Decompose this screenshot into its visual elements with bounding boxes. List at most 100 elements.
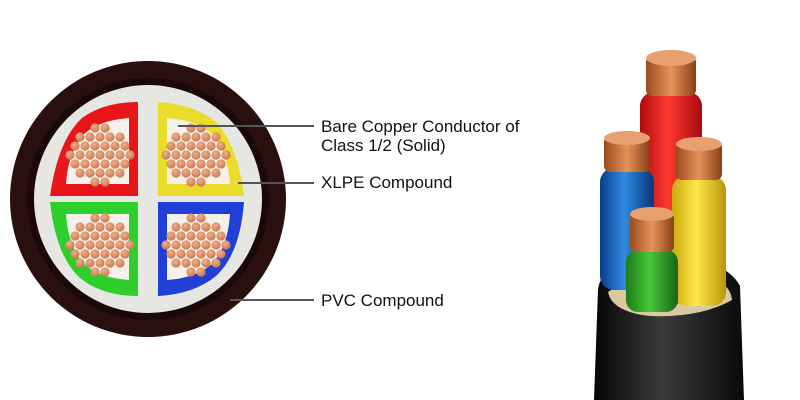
label-conductor-line1: Bare Copper Conductor of [321,117,520,136]
copper-strand [201,258,211,268]
copper-strand [196,141,206,151]
copper-strand [90,123,100,133]
copper-strand [105,150,115,160]
copper-strand [95,168,105,178]
copper-strand [75,132,85,142]
copper-strand [191,240,201,250]
copper-strand [120,231,130,241]
copper-strand [70,159,80,169]
copper-strand [80,141,90,151]
copper-strand [90,177,100,187]
copper-strand [196,159,206,169]
copper-strand [171,222,181,232]
copper-strand [95,132,105,142]
copper-strand [216,249,226,259]
copper-strand [105,258,115,268]
copper-strand [201,168,211,178]
copper-strand [176,159,186,169]
copper-strand [65,240,75,250]
copper-strand [216,231,226,241]
copper-strand [100,159,110,169]
copper-strand [110,159,120,169]
copper-strand [171,240,181,250]
copper-strand [105,240,115,250]
copper-strand [80,249,90,259]
copper-strand [171,132,181,142]
copper-strand [105,222,115,232]
copper-strand [201,150,211,160]
copper-strand [186,177,196,187]
copper-strand [176,249,186,259]
copper-strand [186,123,196,133]
copper-strand [171,168,181,178]
copper-strand [166,141,176,151]
copper-strand [196,231,206,241]
copper-strand [115,150,125,160]
copper-strand [221,150,231,160]
copper-strand [80,231,90,241]
copper-strand [211,150,221,160]
copper-strand [75,258,85,268]
copper-strand [80,159,90,169]
copper-strand [221,240,231,250]
copper-strand [211,240,221,250]
copper-strand [196,123,206,133]
photo-copper-green [630,212,674,252]
label-conductor-line2: Class 1/2 (Solid) [321,136,446,155]
copper-strand [166,159,176,169]
copper-strand [181,258,191,268]
copper-strand [90,249,100,259]
copper-strand [181,240,191,250]
copper-strand [120,249,130,259]
copper-strand [70,231,80,241]
copper-strand [85,222,95,232]
label-pvc: PVC Compound [321,291,444,310]
bedding-layer [34,85,262,313]
copper-strand [120,141,130,151]
copper-strand [206,159,216,169]
copper-strand [110,231,120,241]
copper-strand [65,150,75,160]
copper-strands [65,123,231,277]
copper-strand [95,150,105,160]
copper-strand [206,249,216,259]
photo-copper-green-face [630,207,674,221]
photo-copper-red [646,56,696,96]
copper-strand [196,177,206,187]
copper-strand [216,141,226,151]
photo-copper-yellow [676,142,722,180]
copper-strand [161,240,171,250]
copper-strand [90,231,100,241]
copper-strand [75,240,85,250]
copper-strand [115,222,125,232]
copper-strand [186,141,196,151]
copper-strand [90,213,100,223]
copper-strand [120,159,130,169]
copper-strand [85,168,95,178]
copper-strand [125,240,135,250]
copper-strand [100,249,110,259]
copper-strand [186,213,196,223]
copper-strand [196,213,206,223]
copper-strand [166,249,176,259]
copper-strand [206,141,216,151]
copper-strand [115,258,125,268]
copper-strand [211,258,221,268]
copper-strand [75,168,85,178]
copper-strand [191,132,201,142]
copper-strand [90,159,100,169]
photo-core-green [626,250,678,312]
copper-strand [75,222,85,232]
copper-strand [105,132,115,142]
copper-strand [100,213,110,223]
label-conductor: Bare Copper Conductor of Class 1/2 (Soli… [321,117,519,155]
copper-strand [95,240,105,250]
copper-strand [201,132,211,142]
copper-strand [186,159,196,169]
copper-strand [191,258,201,268]
copper-strand [166,231,176,241]
copper-strand [196,267,206,277]
copper-strand [201,222,211,232]
copper-strand [191,168,201,178]
